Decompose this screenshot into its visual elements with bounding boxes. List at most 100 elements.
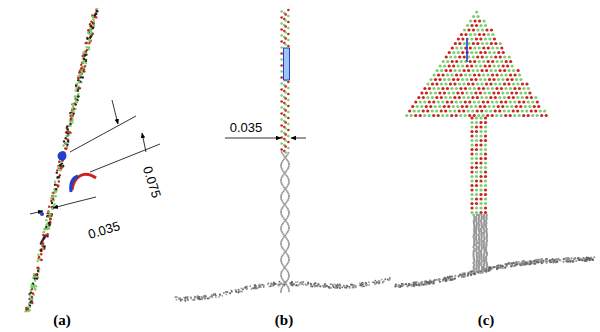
cloud-point [280,148,283,151]
cloud-point [235,291,237,293]
cloud-point [426,109,429,112]
cloud-point [72,112,74,114]
cloud-point [470,51,473,54]
cloud-point [483,264,485,266]
cloud-point [283,281,285,283]
cloud-point [455,46,458,49]
cloud-point [255,287,257,289]
cloud-point [449,109,452,112]
cloud-point [446,60,449,63]
cloud-point [185,296,187,298]
cloud-point [376,281,378,283]
cloud-point [280,106,283,109]
cloud-point [469,19,472,22]
cloud-point [511,64,514,67]
cloud-point [572,260,574,262]
cloud-point [506,91,509,94]
cloud-point [280,130,283,133]
cloud-point [470,91,473,94]
cloud-point [219,294,221,296]
cloud-point [66,135,68,137]
cloud-point [288,290,290,292]
cloud-point [523,261,525,263]
cloud-point [446,73,449,76]
cloud-point [80,70,82,72]
cloud-point [495,87,498,90]
cloud-point [201,298,203,300]
cloud-point [287,123,290,126]
cloud-point [489,267,491,269]
cloud-point [464,73,467,76]
cloud-point [498,96,501,99]
cloud-point [449,55,452,58]
cloud-point [66,125,68,127]
cloud-point [77,89,79,91]
cloud-point [453,82,456,85]
cloud-point [280,10,283,13]
cloud-point [194,299,196,301]
cloud-point [458,82,461,85]
cloud-point [559,259,561,261]
cloud-point [280,100,283,103]
cloud-point [479,64,482,67]
cloud-point [480,238,482,240]
cloud-point [394,285,396,287]
cloud-point [283,186,285,188]
cloud-point [287,135,290,138]
cloud-point [484,161,487,164]
cloud-point [593,256,595,258]
cloud-point [536,114,539,117]
cloud-point [314,283,316,285]
cloud-point [504,100,507,103]
cloud-point [229,292,231,294]
cloud-point [479,121,482,124]
cloud-point [417,109,420,112]
cloud-point [450,114,453,117]
cloud-point [282,233,284,235]
cloud-point [469,60,472,63]
cloud-point [484,64,487,67]
cloud-point [575,260,577,262]
cloud-point [533,260,535,262]
cloud-point [453,109,456,112]
cloud-point [227,291,229,293]
cloud-point [454,277,456,279]
cloud-point [452,64,455,67]
cloud-point [458,275,460,277]
cloud-point [480,82,483,85]
cloud-point [40,249,42,251]
cloud-point [479,161,482,164]
cloud-point [543,109,546,112]
cloud-point [487,60,490,63]
cloud-point [478,269,480,271]
cloud-point [473,60,476,63]
cloud-point [528,105,531,108]
cloud-point [466,24,469,27]
cloud-point [522,264,524,266]
cloud-point [352,286,354,288]
cloud-point [479,78,482,81]
cloud-point [459,87,462,90]
cloud-point [468,87,471,90]
cloud-point [284,189,286,191]
cloud-point [333,286,335,288]
cloud-point [88,48,90,50]
cloud-point [286,201,288,203]
cloud-point [48,227,50,229]
cloud-point [486,266,488,268]
cloud-point [483,268,485,270]
cloud-point [71,108,73,110]
cloud-point [478,264,480,266]
cloud-point [287,129,290,132]
cloud-point [59,164,61,166]
cloud-point [408,284,410,286]
cloud-point [527,100,530,103]
cloud-point [485,244,487,246]
cloud-point [494,55,497,58]
cloud-point [464,114,467,117]
cloud-point [470,143,473,146]
cloud-point [516,82,519,85]
cloud-point [432,114,435,117]
cloud-point [277,284,279,286]
cloud-point [245,286,247,288]
